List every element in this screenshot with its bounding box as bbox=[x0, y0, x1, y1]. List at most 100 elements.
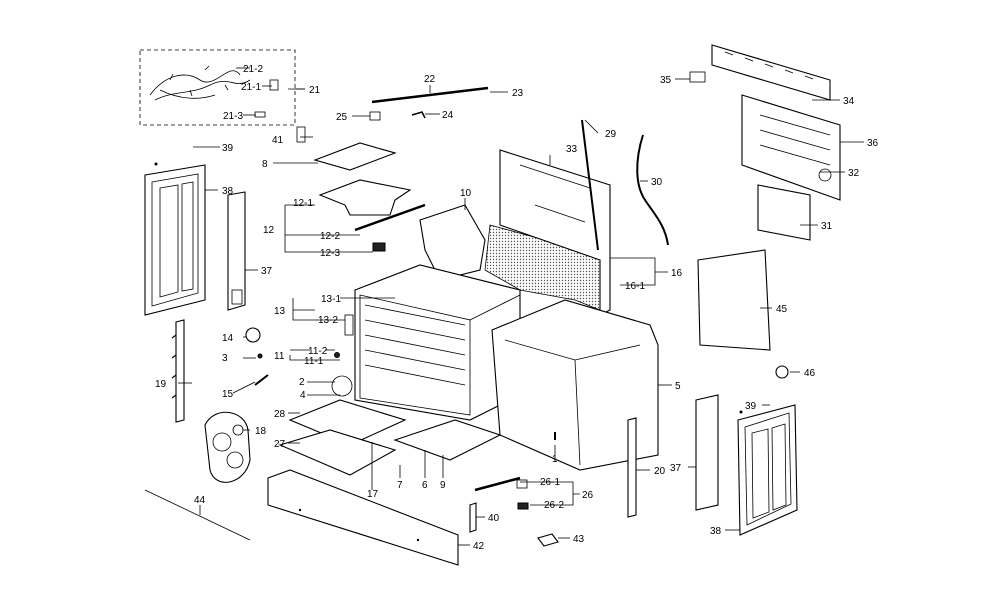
label-12-3: 12-3 bbox=[320, 248, 340, 259]
label-35: 35 bbox=[660, 75, 672, 86]
left-door-assembly bbox=[144, 162, 206, 316]
leader-lines bbox=[178, 78, 864, 546]
label-20: 20 bbox=[654, 466, 666, 477]
rear-cover-assembly bbox=[689, 44, 841, 241]
foot bbox=[537, 533, 559, 547]
label-16-1: 16-1 bbox=[625, 281, 645, 292]
top-cover-bracket bbox=[318, 179, 412, 216]
label-5: 5 bbox=[675, 381, 681, 392]
label-1: 1 bbox=[552, 454, 558, 465]
label-12: 12 bbox=[263, 225, 275, 236]
label-24: 24 bbox=[442, 110, 454, 121]
label-13-2: 13-2 bbox=[318, 315, 338, 326]
label-21-1: 21-1 bbox=[241, 82, 261, 93]
label-36: 36 bbox=[867, 138, 879, 149]
label-27: 27 bbox=[274, 439, 286, 450]
label-38-left: 38 bbox=[222, 186, 234, 197]
label-43: 43 bbox=[573, 534, 585, 545]
label-3: 3 bbox=[222, 353, 228, 364]
label-21-3: 21-3 bbox=[223, 111, 243, 122]
label-39-right: 39 bbox=[745, 401, 757, 412]
label-28: 28 bbox=[274, 409, 286, 420]
label-30: 30 bbox=[651, 177, 663, 188]
label-2: 2 bbox=[299, 377, 305, 388]
cover-panel bbox=[697, 249, 771, 351]
label-38-right: 38 bbox=[710, 526, 722, 537]
label-32: 32 bbox=[848, 168, 860, 179]
hinge-bracket-left bbox=[171, 319, 185, 423]
label-33: 33 bbox=[566, 144, 578, 155]
rod bbox=[354, 203, 426, 232]
label-23: 23 bbox=[512, 88, 524, 99]
label-21: 21 bbox=[309, 85, 321, 96]
label-8: 8 bbox=[262, 159, 268, 170]
part-labels: 21-2 21-1 21 21-3 41 39 8 38 12-1 12 12-… bbox=[155, 64, 879, 552]
label-6: 6 bbox=[422, 480, 428, 491]
connector bbox=[372, 242, 386, 252]
convection-fan bbox=[204, 411, 251, 483]
label-31: 31 bbox=[821, 221, 833, 232]
kick-panel bbox=[267, 469, 459, 566]
rear-clip bbox=[689, 71, 706, 83]
element-bracket bbox=[369, 111, 381, 121]
label-26-2: 26-2 bbox=[544, 500, 564, 511]
right-door-frame bbox=[695, 394, 719, 511]
knob bbox=[245, 327, 261, 343]
label-22: 22 bbox=[424, 74, 436, 85]
label-46: 46 bbox=[804, 368, 816, 379]
label-11-1: 11-1 bbox=[304, 356, 324, 367]
nut bbox=[334, 352, 340, 358]
label-10: 10 bbox=[460, 188, 472, 199]
label-26-1: 26-1 bbox=[540, 477, 560, 488]
label-18: 18 bbox=[255, 426, 267, 437]
label-37-left: 37 bbox=[261, 266, 273, 277]
hinge-bracket-right bbox=[627, 417, 637, 518]
latch bbox=[469, 502, 477, 533]
floor-line bbox=[144, 489, 251, 541]
oven-cavity bbox=[344, 264, 521, 421]
label-37-right: 37 bbox=[670, 463, 682, 474]
screw bbox=[257, 353, 263, 359]
label-42: 42 bbox=[473, 541, 485, 552]
label-4: 4 bbox=[300, 390, 306, 401]
label-16: 16 bbox=[671, 268, 683, 279]
label-39-left: 39 bbox=[222, 143, 234, 154]
label-15: 15 bbox=[222, 389, 234, 400]
label-9: 9 bbox=[440, 480, 446, 491]
label-13: 13 bbox=[274, 306, 286, 317]
label-12-1: 12-1 bbox=[293, 198, 313, 209]
label-11-2: 11-2 bbox=[308, 346, 328, 357]
heating-element bbox=[371, 86, 489, 104]
label-40: 40 bbox=[488, 513, 500, 524]
label-7: 7 bbox=[397, 480, 403, 491]
ring bbox=[331, 375, 353, 397]
pin bbox=[254, 374, 269, 386]
right-door-assembly bbox=[737, 404, 798, 536]
probe-rod bbox=[581, 119, 599, 251]
label-26: 26 bbox=[582, 490, 594, 501]
label-21-2: 21-2 bbox=[243, 64, 263, 75]
sensor-wire bbox=[636, 134, 669, 246]
left-door-frame bbox=[227, 191, 246, 311]
label-34: 34 bbox=[843, 96, 855, 107]
label-19: 19 bbox=[155, 379, 167, 390]
label-41: 41 bbox=[272, 135, 284, 146]
label-45: 45 bbox=[776, 304, 788, 315]
rod-bracket bbox=[516, 479, 528, 489]
small-bracket bbox=[517, 502, 529, 510]
label-29: 29 bbox=[605, 129, 617, 140]
label-13-1: 13-1 bbox=[321, 294, 341, 305]
round-knob bbox=[775, 365, 789, 379]
floor-pan bbox=[393, 419, 502, 461]
label-12-2: 12-2 bbox=[320, 231, 340, 242]
support-rod bbox=[474, 476, 521, 492]
label-11: 11 bbox=[274, 351, 285, 362]
bottom-panel bbox=[278, 429, 397, 476]
outer-insulation-wrap bbox=[491, 299, 659, 471]
element-clip bbox=[411, 111, 426, 119]
label-14: 14 bbox=[222, 333, 234, 344]
clip bbox=[296, 126, 306, 143]
label-44: 44 bbox=[194, 495, 206, 506]
top-plate bbox=[313, 142, 397, 171]
